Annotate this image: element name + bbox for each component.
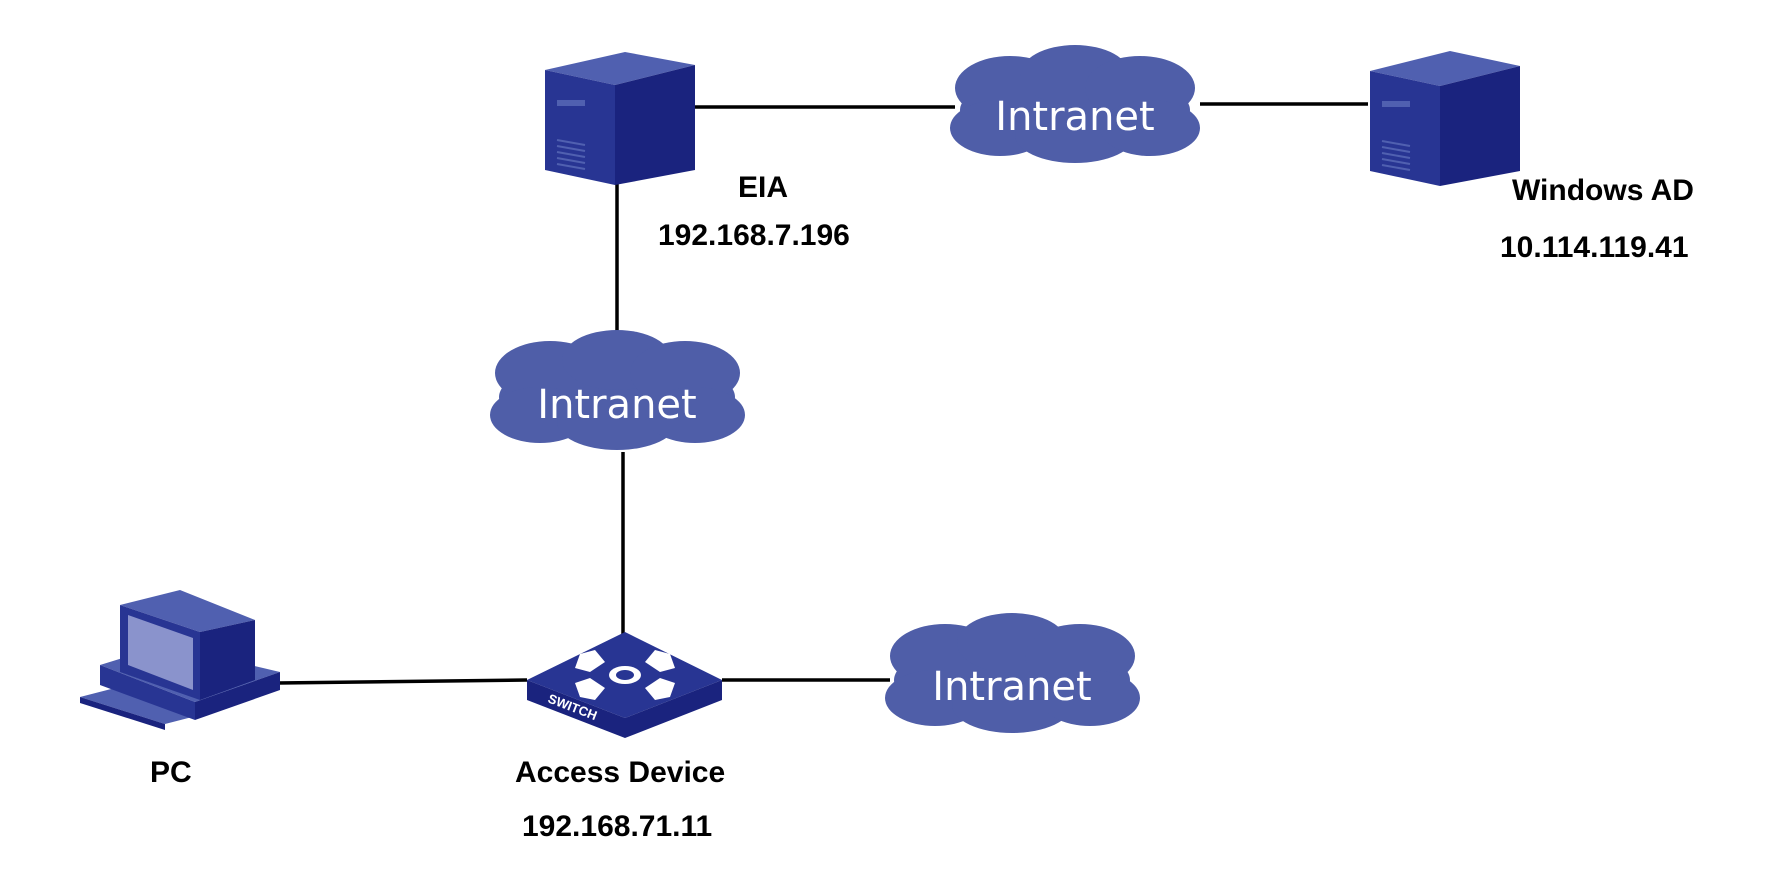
windows-ad-ip: 10.114.119.41 [1500, 231, 1689, 264]
eia-ip: 192.168.7.196 [658, 219, 850, 252]
link-pc-switch [277, 678, 528, 685]
cloud-label: Intranet [932, 664, 1091, 710]
cloud-icon [885, 613, 1140, 733]
pc-keyboard-edge [80, 697, 165, 730]
cloud-label: Intranet [995, 94, 1154, 140]
intranet-cloud-bottom[interactable]: Intranet [885, 613, 1140, 733]
pc-base-front [100, 665, 195, 720]
server-side-face [1440, 66, 1520, 186]
switch-icon[interactable]: SWITCH [527, 632, 722, 738]
cloud-icon [950, 45, 1200, 163]
server-top-face [1370, 51, 1520, 86]
server-top-face [545, 52, 695, 85]
cloud-label: Intranet [537, 382, 696, 428]
eia-label: EIA [738, 171, 788, 204]
server-vents [556, 139, 586, 170]
pc-base-side [195, 672, 280, 720]
links [277, 102, 1368, 685]
server-vents [1381, 140, 1411, 171]
pc-monitor-side [200, 620, 255, 700]
pc-screen [128, 615, 193, 690]
windows-ad-server-icon[interactable] [1370, 51, 1520, 186]
server-front-face [1370, 71, 1440, 186]
pc-keyboard [80, 688, 200, 724]
access-device-ip: 192.168.71.11 [522, 810, 712, 843]
server-drive-bay [1382, 101, 1410, 107]
switch-right-face [625, 680, 722, 738]
cloud-icon [490, 330, 745, 450]
intranet-cloud-middle[interactable]: Intranet [490, 330, 745, 450]
intranet-cloud-top[interactable]: Intranet [950, 45, 1200, 163]
pc-monitor-top [120, 590, 255, 632]
windows-ad-label: Windows AD [1512, 174, 1694, 207]
access-device-label: Access Device [515, 756, 725, 789]
server-drive-bay [557, 100, 585, 106]
pc-icon[interactable] [80, 590, 280, 730]
switch-left-face [527, 680, 625, 738]
server-side-face [615, 65, 695, 185]
server-front-face [545, 70, 615, 185]
switch-center-ring [616, 670, 634, 680]
switch-arrows-icon [575, 650, 675, 700]
pc-label: PC [150, 756, 192, 789]
eia-server-icon[interactable] [545, 52, 695, 185]
